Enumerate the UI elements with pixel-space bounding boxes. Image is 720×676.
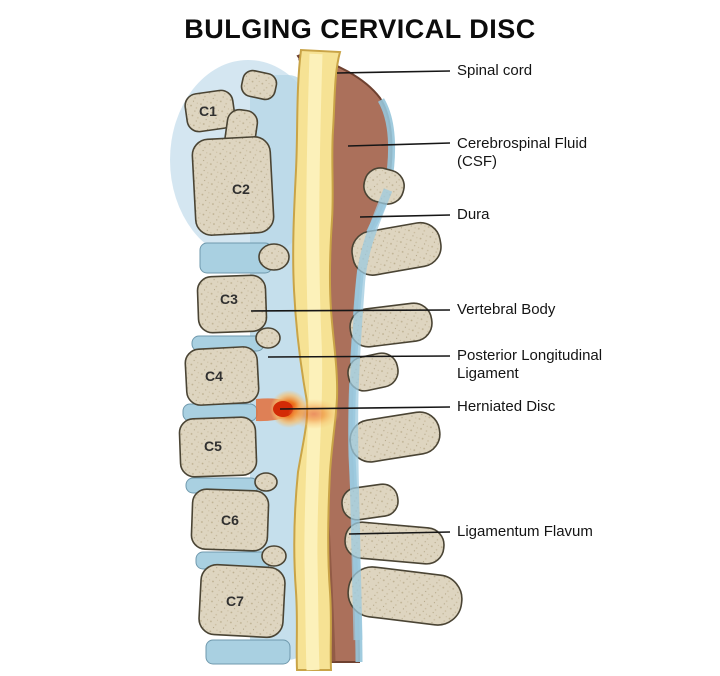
vertebra-label-c7: C7	[226, 593, 244, 609]
leader-line-spinal-cord	[336, 70, 451, 74]
vertebra-label-c4: C4	[205, 368, 223, 384]
vertebra-c4-body	[184, 346, 260, 406]
facet-bone-fragment	[261, 545, 287, 567]
label-spinal-cord: Spinal cord	[457, 62, 533, 79]
vertebra-c2-body	[191, 136, 275, 236]
intervertebral-disc	[205, 639, 291, 665]
vertebra-c1-body	[184, 89, 236, 133]
spinous-processes	[341, 167, 463, 626]
leader-line-pll	[267, 355, 451, 358]
vertebra-c5-body	[178, 416, 258, 478]
facet-bone-fragment	[255, 327, 281, 349]
leader-line-vertebral-body	[250, 309, 451, 312]
vertebra-c6-body	[190, 488, 270, 552]
vertebra-label-c1: C1	[199, 103, 217, 119]
facet-bone-fragment	[254, 472, 278, 492]
ligamentum-flavum-strip	[349, 188, 393, 641]
spinal-cord-group	[288, 48, 342, 671]
vertebra-label-c5: C5	[204, 438, 222, 454]
label-dura: Dura	[457, 206, 490, 223]
vertebra-c7-body	[198, 563, 286, 639]
leader-line-ligamentum-flavum	[348, 531, 451, 535]
vertebral-column	[178, 69, 291, 665]
label-ligamentum-flavum: Ligamentum Flavum	[457, 523, 593, 540]
label-vertebral-body: Vertebral Body	[457, 301, 556, 318]
leader-lines	[250, 70, 451, 535]
facet-bone-fragment	[258, 243, 290, 271]
leader-line-herniated-disc	[279, 406, 451, 410]
vertebra-label-c3: C3	[220, 291, 238, 307]
spinous-process	[349, 302, 433, 348]
label-posterior-longitudinal-ligament: Posterior Longitudinal Ligament	[457, 347, 603, 382]
spinous-process	[347, 566, 463, 626]
vertebra-label-c6: C6	[221, 512, 239, 528]
vertebra-c1-arch	[240, 69, 278, 101]
leader-line-csf	[347, 142, 451, 147]
vertebra-labels: C1 C2 C3 C4 C5 C6 C7	[199, 103, 250, 609]
spinal-cord-highlight	[304, 53, 323, 671]
label-cerebrospinal-fluid: Cerebrospinal Fluid (CSF)	[457, 135, 588, 170]
diagram-title: BULGING CERVICAL DISC	[184, 14, 536, 44]
vertebra-label-c2: C2	[232, 181, 250, 197]
vertebra-c3-body	[196, 274, 268, 334]
spinous-process	[349, 411, 441, 463]
cord-compression-glow	[288, 399, 340, 429]
spinous-process	[347, 352, 399, 392]
label-herniated-disc: Herniated Disc	[457, 398, 556, 415]
leader-line-dura	[359, 214, 451, 218]
